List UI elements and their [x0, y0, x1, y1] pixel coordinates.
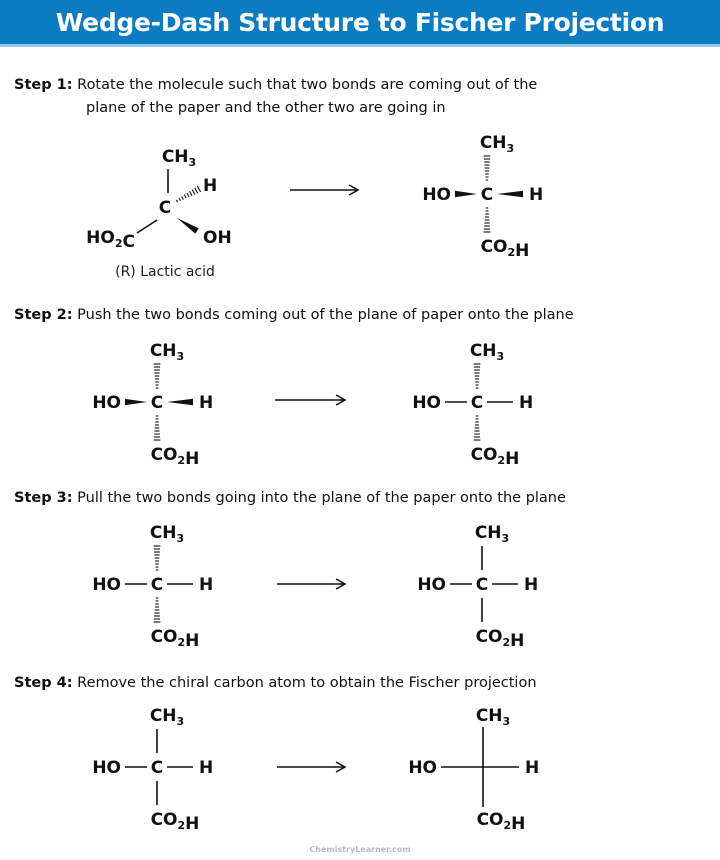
molecule-caption: (R) Lactic acid [115, 264, 215, 280]
top-group: CH3 [150, 706, 184, 728]
top-group: CH3 [470, 341, 504, 363]
top-dash-bond [153, 363, 161, 389]
left-group: HO [412, 393, 441, 413]
arrow-head [335, 394, 347, 406]
step-1-instruction: Step 1: Rotate the molecule such that tw… [14, 74, 537, 120]
hash-mark [175, 199, 179, 203]
lower-left-bond [136, 219, 158, 234]
hash-mark [183, 194, 187, 199]
left-group: HO [408, 758, 437, 778]
right-group: H [199, 393, 213, 413]
bottom-dash-bond [153, 415, 161, 441]
top-group: CH3 [476, 706, 510, 728]
right-group: H [199, 575, 213, 595]
hash-mark [186, 192, 190, 198]
right-group: H [524, 575, 538, 595]
left-group: HO [422, 185, 451, 205]
hash-mark [191, 189, 196, 195]
bottom-group: CO2H [151, 810, 200, 834]
lower-right-group: OH [203, 228, 232, 248]
arrow-head [335, 761, 347, 773]
bottom-group: CO2H [151, 627, 200, 651]
step-2-instruction: Step 2: Push the two bonds coming out of… [14, 304, 574, 327]
step-4-instruction: Step 4: Remove the chiral carbon atom to… [14, 672, 537, 695]
upper-right-dash-bond [175, 185, 202, 203]
hash-mark [178, 197, 181, 202]
reaction-arrow [277, 578, 347, 590]
central-carbon: C [159, 198, 171, 218]
hash-mark [189, 190, 193, 197]
step-text-continued: plane of the paper and the other two are… [86, 100, 446, 116]
bottom-dash-bond [473, 415, 481, 441]
reaction-arrow [290, 184, 360, 196]
bottom-group: CO2H [471, 445, 520, 469]
reaction-arrow [277, 761, 347, 773]
central-carbon: C [151, 758, 163, 778]
step-label: Step 4: [14, 675, 73, 691]
left-group: HO [92, 575, 121, 595]
top-group: CH3 [480, 133, 514, 155]
step-label: Step 1: [14, 77, 73, 93]
step-text: Push the two bonds coming out of the pla… [77, 307, 574, 323]
left-group: HO [417, 575, 446, 595]
top-dash-bond [473, 363, 481, 389]
top-dash-bond [153, 545, 161, 571]
step-label: Step 3: [14, 490, 73, 506]
bottom-dash-bond [153, 597, 161, 623]
upper-right-group: H [203, 176, 217, 196]
hash-mark [181, 196, 184, 200]
bottom-group: CO2H [476, 627, 525, 651]
right-group: H [525, 758, 539, 778]
right-wedge-bond [497, 190, 523, 198]
left-wedge-bond [125, 398, 147, 406]
right-group: H [529, 185, 543, 205]
bottom-group: CO2H [151, 445, 200, 469]
right-group: H [199, 758, 213, 778]
step-3-instruction: Step 3: Pull the two bonds going into th… [14, 487, 566, 510]
hash-mark [196, 185, 202, 193]
step-text: Rotate the molecule such that two bonds … [77, 77, 538, 93]
reaction-arrow [275, 394, 347, 406]
top-dash-bond [483, 155, 491, 181]
central-carbon: C [151, 575, 163, 595]
lower-left-group: HO2C [86, 228, 135, 252]
bottom-group: CO2H [477, 810, 526, 834]
left-group: HO [92, 758, 121, 778]
top-group: CH3 [475, 523, 509, 545]
central-carbon: C [151, 393, 163, 413]
page-title: Wedge-Dash Structure to Fischer Projecti… [55, 7, 665, 37]
right-group: H [519, 393, 533, 413]
left-group: HO [92, 393, 121, 413]
top-group: CH3 [150, 341, 184, 363]
title-bar: Wedge-Dash Structure to Fischer Projecti… [0, 0, 720, 47]
step-text: Pull the two bonds going into the plane … [77, 490, 566, 506]
central-carbon: C [471, 393, 483, 413]
step-label: Step 2: [14, 307, 73, 323]
arrow-head [335, 578, 347, 590]
arrow-head [348, 184, 360, 196]
lower-right-wedge-bond [177, 218, 199, 234]
step-text: Remove the chiral carbon atom to obtain … [77, 675, 537, 691]
watermark: ChemistryLearner.com [309, 845, 410, 854]
bottom-dash-bond [483, 207, 491, 233]
central-carbon: C [476, 575, 488, 595]
top-group: CH3 [150, 523, 184, 545]
top-group: CH3 [162, 147, 196, 169]
hash-mark [194, 187, 199, 194]
right-wedge-bond [167, 398, 193, 406]
central-carbon: C [481, 185, 493, 205]
bottom-group: CO2H [481, 237, 530, 261]
left-wedge-bond [455, 190, 477, 198]
